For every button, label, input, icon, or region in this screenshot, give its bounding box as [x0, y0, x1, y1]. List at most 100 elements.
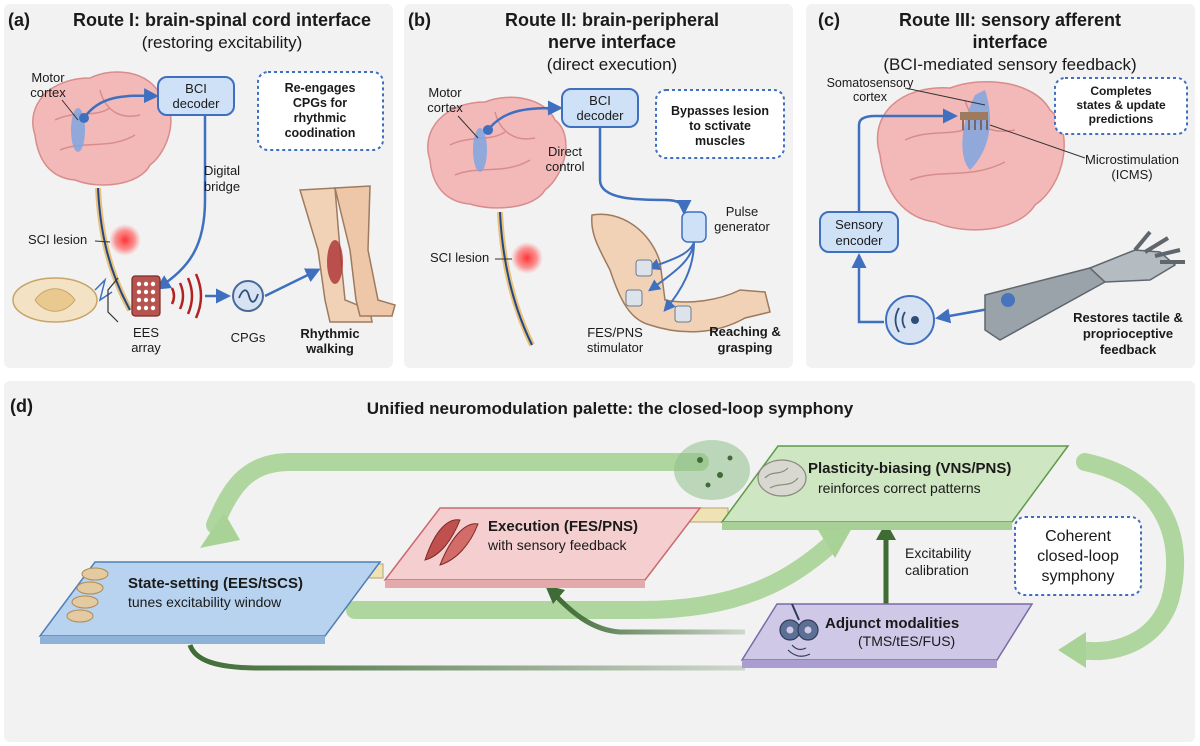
spinal-cord-core: [97, 187, 131, 311]
motor-cortex-pointer-b: [457, 115, 479, 139]
direct-control-1: Direct: [548, 144, 582, 159]
callout-a-line-4: coodination: [285, 126, 356, 140]
restores-label-1: Restores tactile &: [1073, 310, 1183, 325]
adjunct-to-execution-head: [545, 585, 565, 604]
state-sub: tunes excitability window: [128, 594, 282, 610]
brain-illustration-b: [427, 96, 567, 209]
reaching-label-1: Reaching &: [709, 324, 781, 339]
walking-label-2: walking: [305, 341, 354, 356]
callout-box-c: [1054, 77, 1188, 135]
panel-b: (b) Route II: brain-peripheral nerve int…: [404, 4, 793, 368]
panel-c-title-2: interface: [972, 32, 1047, 52]
panel-c: (c) Route III: sensory afferent interfac…: [806, 4, 1195, 368]
motor-cortex-b-1: Motor: [428, 85, 462, 100]
sci-lesion-label-a: SCI lesion: [28, 232, 87, 247]
restores-label-2: proprioceptive: [1083, 326, 1173, 341]
feedback-loop-top-head: [200, 512, 240, 548]
callout-a-line-3: rhythmic: [294, 111, 347, 125]
cortex-to-decoder-arrow: [82, 88, 159, 119]
adjunct-slab-edge: [742, 660, 997, 668]
cpg-to-walking-arrow: [264, 268, 321, 298]
panel-c-subtitle: (BCI-mediated sensory feedback): [883, 55, 1136, 74]
callout-b-line-2: to sctivate: [689, 119, 751, 133]
cpg-icon: [232, 280, 264, 312]
execution-slab-edge: [385, 580, 645, 588]
panel-b-title-1: Route II: brain-peripheral: [505, 10, 719, 30]
receiver-dot: [911, 316, 919, 324]
callout-c-line-3: predictions: [1089, 112, 1154, 126]
bci-decoder-b-1: BCI: [589, 93, 611, 108]
ees-bracket: [107, 277, 119, 323]
panel-b-title-2: nerve interface: [548, 32, 676, 52]
callout-box-b: [655, 89, 785, 159]
panel-d-title: Unified neuromodulation palette: the clo…: [367, 399, 854, 418]
electrode-pad-3: [674, 305, 692, 323]
icms-array-icon: [960, 112, 988, 130]
reaching-label-2: grasping: [718, 340, 773, 355]
coherent-line-3: symphony: [1042, 568, 1115, 585]
callout-a-line-2: CPGs for: [293, 96, 347, 110]
sci-lesion-label-b: SCI lesion: [430, 250, 489, 265]
signal-waves-icon: [894, 307, 906, 333]
stimulator-label-2: stimulator: [587, 340, 644, 355]
panel-b-subtitle: (direct execution): [547, 55, 677, 74]
stim-wire-3: [663, 241, 695, 312]
panel-c-letter: (c): [818, 10, 840, 30]
digital-bridge-label-2: bridge: [204, 179, 240, 194]
brain-illustration: [32, 71, 172, 186]
panel-d-letter: (d): [10, 396, 33, 416]
callout-b-line-3: muscles: [695, 134, 745, 148]
receiver-icon: [885, 295, 935, 345]
encoder-to-cortex-arrow: [857, 108, 958, 212]
prosthetic-arm-illustration: [984, 230, 1185, 341]
sci-lesion-glow: [109, 224, 141, 256]
ees-label-2: array: [131, 340, 161, 355]
motor-cortex-pointer: [61, 99, 79, 121]
receiver-to-encoder-arrow: [851, 253, 884, 324]
adjunct-title: Adjunct modalities: [825, 615, 959, 632]
excitability-label-2: calibration: [905, 562, 969, 578]
adjunct-to-execution-arrow: [553, 593, 745, 635]
somatosensory-pointer: [904, 87, 986, 106]
panel-a-subtitle: (restoring excitability): [142, 33, 303, 52]
coherent-callout-box: [1014, 516, 1142, 596]
brain-illustration-c: [876, 81, 1065, 231]
panel-a-letter: (a): [8, 10, 30, 30]
microstim-label-2: (ICMS): [1111, 167, 1152, 182]
motor-cortex-label-1: Motor: [31, 70, 65, 85]
cpgs-label: CPGs: [231, 330, 266, 345]
digital-bridge-arrow: [155, 115, 207, 290]
callout-c-line-1: Completes: [1090, 84, 1152, 98]
plasticity-slab-edge: [722, 522, 1012, 530]
sci-lesion-pointer-a: [94, 240, 111, 243]
microstim-label-1: Microstimulation: [1085, 152, 1179, 167]
panel-d: (d) Unified neuromodulation palette: the…: [4, 381, 1195, 742]
spinal-cord-core-b: [499, 211, 533, 346]
state-title: State-setting (EES/tSCS): [128, 575, 303, 592]
pulse-generator-1: Pulse: [726, 204, 759, 219]
feedback-loop-right-head: [1058, 632, 1086, 668]
direct-control-2: control: [545, 159, 584, 174]
digital-bridge-label-1: Digital: [204, 163, 240, 178]
implant-node-b: [483, 125, 493, 135]
walking-label-1: Rhythmic: [300, 326, 359, 341]
spine-vertebrae-icon: [66, 567, 109, 623]
spinal-cross-section: [12, 277, 113, 323]
panel-a: (a) Route I: brain-spinal cord interface…: [4, 4, 396, 368]
bci-decoder-b-2: decoder: [577, 108, 625, 123]
motor-cortex-label-2: cortex: [30, 85, 66, 100]
callout-box-a: [257, 71, 384, 151]
adjunct-to-state-arrow: [187, 644, 745, 671]
feedback-loop-middle-head: [818, 528, 852, 558]
execution-sub: with sensory feedback: [487, 537, 628, 553]
sci-lesion-glow-b: [511, 242, 543, 274]
coherent-line-1: Coherent: [1045, 528, 1111, 545]
brain-icon-d: [757, 459, 807, 497]
ees-label-1: EES: [133, 325, 159, 340]
panel-b-letter: (b): [408, 10, 431, 30]
feedback-loop-top: [206, 453, 709, 534]
wireless-signal-icon: [170, 273, 203, 319]
callout-b-line-1: Bypasses lesion: [671, 104, 769, 118]
muscle-icon: [424, 519, 479, 566]
